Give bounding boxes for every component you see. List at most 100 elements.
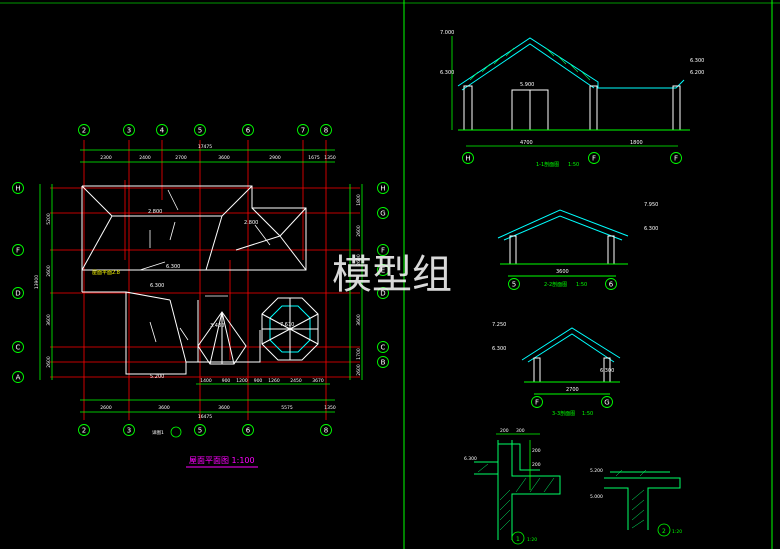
plan-axis-right-0: H bbox=[380, 185, 385, 193]
detail-2-scale: 1:20 bbox=[672, 529, 682, 535]
plan-level-1: 2.800 bbox=[148, 209, 162, 215]
plan-axis-bottom-3-bubble bbox=[242, 424, 254, 436]
section-3-level-1: 7.250 bbox=[492, 322, 506, 328]
plan-right-dim-3: 3600 bbox=[356, 314, 362, 326]
plan-axis-left-1: F bbox=[16, 247, 20, 255]
plan-axis-left-3-bubble bbox=[12, 341, 24, 353]
section-1-level-3: 6.300 bbox=[690, 58, 704, 64]
plan-level-7: 2.800 bbox=[244, 220, 258, 226]
section-1-dim-1: 4700 bbox=[520, 140, 533, 146]
section-1-axis-2-bubble bbox=[670, 152, 682, 164]
section-1-level-2: 6.300 bbox=[440, 70, 454, 76]
section-3-walls bbox=[524, 357, 620, 395]
plan-inner-dim-3: 900 bbox=[254, 378, 263, 384]
plan-top-dim-0: 2300 bbox=[100, 155, 112, 161]
plan-axis-top-0: 2 bbox=[82, 127, 86, 135]
plan-axis-bottom-0: 2 bbox=[82, 427, 86, 435]
plan-axis-right-5: C bbox=[381, 344, 386, 352]
plan-axis-right-1-bubble bbox=[377, 207, 389, 219]
plan-callout-bubble bbox=[170, 426, 182, 438]
section-3-scale: 1:50 bbox=[582, 411, 593, 417]
section-3-axis-1: G bbox=[604, 399, 609, 407]
section-1-dimensions bbox=[451, 36, 678, 147]
plan-level-3: 6.300 bbox=[150, 283, 164, 289]
detail-2-hatch bbox=[615, 469, 647, 529]
plan-axis-left-1-bubble bbox=[12, 244, 24, 256]
plan-axis-left-0: H bbox=[15, 185, 20, 193]
section-1-roof bbox=[457, 37, 685, 91]
plan-roof-outline bbox=[81, 185, 307, 375]
plan-axis-left-2: D bbox=[15, 290, 20, 298]
plan-axis-left-3: C bbox=[16, 344, 21, 352]
plan-axis-top-3: 5 bbox=[198, 127, 202, 135]
detail-1-outline bbox=[474, 440, 561, 540]
section-2-roof bbox=[497, 209, 629, 241]
plan-axis-left-2-bubble bbox=[12, 287, 24, 299]
plan-inner-dim-6: 3670 bbox=[312, 378, 324, 384]
plan-bottom-dim-3: 5575 bbox=[281, 405, 293, 411]
plan-note: 屋面平面2.8 bbox=[92, 270, 120, 276]
plan-axis-bottom-3: 6 bbox=[246, 427, 251, 435]
plan-axis-left-4: A bbox=[16, 374, 21, 382]
section-3-axis-0-bubble bbox=[531, 396, 543, 408]
section-2-axis-1-bubble bbox=[605, 278, 617, 290]
section-3-roof bbox=[521, 327, 621, 363]
plan-inner-dim-1: 900 bbox=[222, 378, 231, 384]
plan-left-dim-1: 2600 bbox=[46, 265, 52, 277]
section-2-title: 2-2剖面图 bbox=[544, 281, 567, 288]
plan-bottom-dim-4: 1350 bbox=[324, 405, 336, 411]
section-2-axis-0-bubble bbox=[508, 278, 520, 290]
section-1-hatch bbox=[469, 47, 591, 81]
section-2-dim: 3600 bbox=[556, 269, 569, 275]
section-3-axis-0: F bbox=[535, 399, 539, 407]
detail-1-scale: 1:20 bbox=[527, 537, 537, 543]
plan-axis-right-0-bubble bbox=[377, 182, 389, 194]
plan-axis-right-2: F bbox=[381, 247, 385, 255]
plan-axis-bottom-4: 8 bbox=[324, 427, 328, 435]
plan-inner-dim-5: 2450 bbox=[290, 378, 302, 384]
plan-axes-left: H F D C A bbox=[12, 182, 24, 383]
plan-title: 屋面平面图 1:100 bbox=[189, 456, 255, 465]
detail-1: 200 300 200 200 6.300 1 1:20 bbox=[464, 428, 561, 545]
section-3-level-2: 6.300 bbox=[492, 346, 506, 352]
section-1-axis-2: F bbox=[674, 155, 678, 163]
plan-axis-top-2: 4 bbox=[160, 127, 165, 135]
plan-axis-top-4: 6 bbox=[246, 127, 251, 135]
plan-axis-top-1: 3 bbox=[127, 127, 131, 135]
section-3-dim: 2700 bbox=[566, 387, 579, 393]
plan-axis-top-0-bubble bbox=[78, 124, 90, 136]
section-1-axis-0-bubble bbox=[462, 152, 474, 164]
plan-bottom-dim-0: 2600 bbox=[100, 405, 112, 411]
plan-top-dim-3: 3600 bbox=[218, 155, 230, 161]
section-1-dim-2: 1800 bbox=[630, 140, 643, 146]
plan-top-dim-4: 2900 bbox=[269, 155, 281, 161]
detail-2: 5.200 5.000 2 1:20 bbox=[590, 468, 682, 537]
plan-left-dim-2: 3600 bbox=[46, 314, 52, 326]
plan-axis-right-6-bubble bbox=[377, 356, 389, 368]
detail-1-dim-lines bbox=[496, 433, 540, 490]
section-2-scale: 1:50 bbox=[576, 282, 587, 288]
section-1-title: 1-1剖面图 bbox=[536, 161, 559, 168]
detail-1-dim-1: 200 bbox=[500, 428, 509, 434]
plan-right-dim-2: 2600 bbox=[356, 254, 362, 266]
plan-bottom-overall: 16475 bbox=[198, 414, 212, 420]
detail-1-dim-2: 300 bbox=[516, 428, 525, 434]
plan-axis-left-4-bubble bbox=[12, 371, 24, 383]
detail-1-mark-bubble bbox=[511, 531, 525, 545]
plan-right-dim-4: 1700 bbox=[356, 348, 362, 360]
watermark: 模型组 bbox=[332, 252, 452, 298]
plan-top-dim-5: 1675 bbox=[308, 155, 320, 161]
section-1-scale: 1:50 bbox=[568, 162, 579, 168]
plan-axis-top-3-bubble bbox=[194, 124, 206, 136]
plan-axis-right-6: B bbox=[381, 359, 386, 367]
plan-level-4: 7.610 bbox=[280, 322, 294, 328]
plan-axis-top-1-bubble bbox=[123, 124, 135, 136]
plan-axis-right-3: E bbox=[381, 267, 385, 275]
